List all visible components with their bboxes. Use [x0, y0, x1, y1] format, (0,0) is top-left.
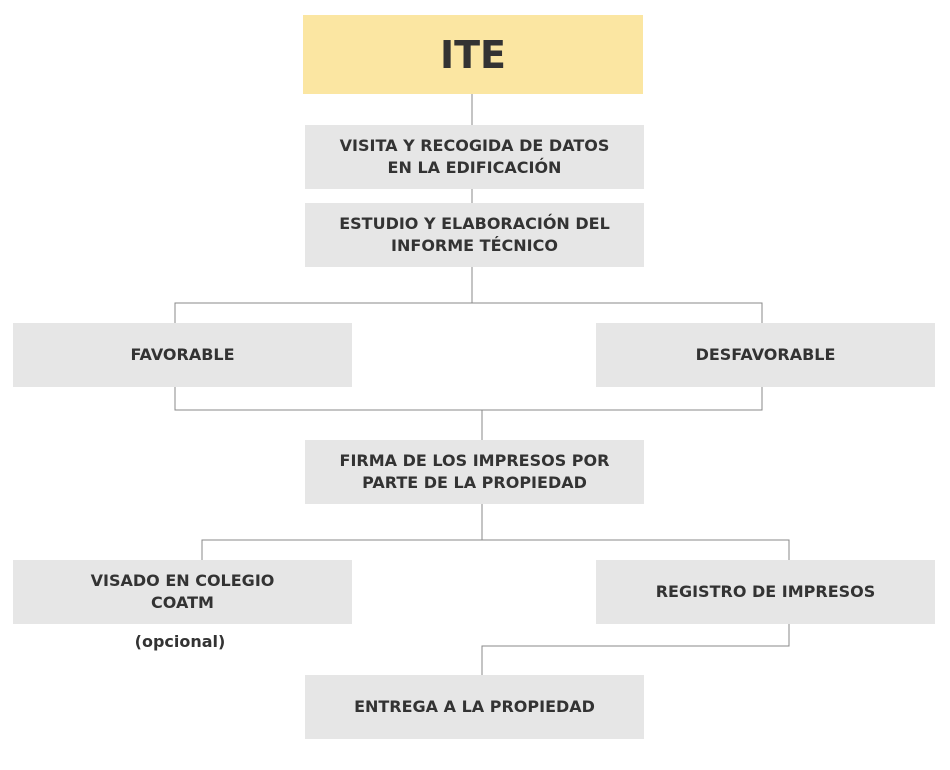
step-visado: VISADO EN COLEGIO COATM	[13, 560, 352, 624]
outcome-favorable: FAVORABLE	[13, 323, 352, 387]
step-registro-label: REGISTRO DE IMPRESOS	[655, 582, 876, 601]
outcome-desfavorable-label: DESFAVORABLE	[695, 345, 836, 364]
step-entrega: ENTREGA A LA PROPIEDAD	[305, 675, 644, 739]
step-firma-label: FIRMA DE LOS IMPRESOS POR PARTE DE LA PR…	[339, 451, 610, 492]
connector-registro-entrega	[481, 624, 790, 675]
title-label: ITE	[439, 32, 507, 77]
step-visita-label: VISITA Y RECOGIDA DE DATOS EN LA EDIFICA…	[339, 136, 610, 177]
step-estudio: ESTUDIO Y ELABORACIÓN DEL INFORME TÉCNIC…	[305, 203, 644, 267]
outcome-desfavorable: DESFAVORABLE	[596, 323, 935, 387]
connector-split-branches	[174, 302, 763, 323]
connector-merge-branches	[174, 387, 763, 411]
connector-firma-branches	[201, 539, 790, 560]
title-box: ITE	[303, 15, 643, 94]
step-visado-label: VISADO EN COLEGIO COATM	[90, 571, 275, 612]
outcome-favorable-label: FAVORABLE	[130, 345, 235, 364]
step-registro: REGISTRO DE IMPRESOS	[596, 560, 935, 624]
step-visita: VISITA Y RECOGIDA DE DATOS EN LA EDIFICA…	[305, 125, 644, 189]
visado-note: (opcional)	[134, 632, 226, 651]
step-firma: FIRMA DE LOS IMPRESOS POR PARTE DE LA PR…	[305, 440, 644, 504]
step-entrega-label: ENTREGA A LA PROPIEDAD	[354, 697, 595, 716]
step-estudio-label: ESTUDIO Y ELABORACIÓN DEL INFORME TÉCNIC…	[339, 214, 610, 255]
